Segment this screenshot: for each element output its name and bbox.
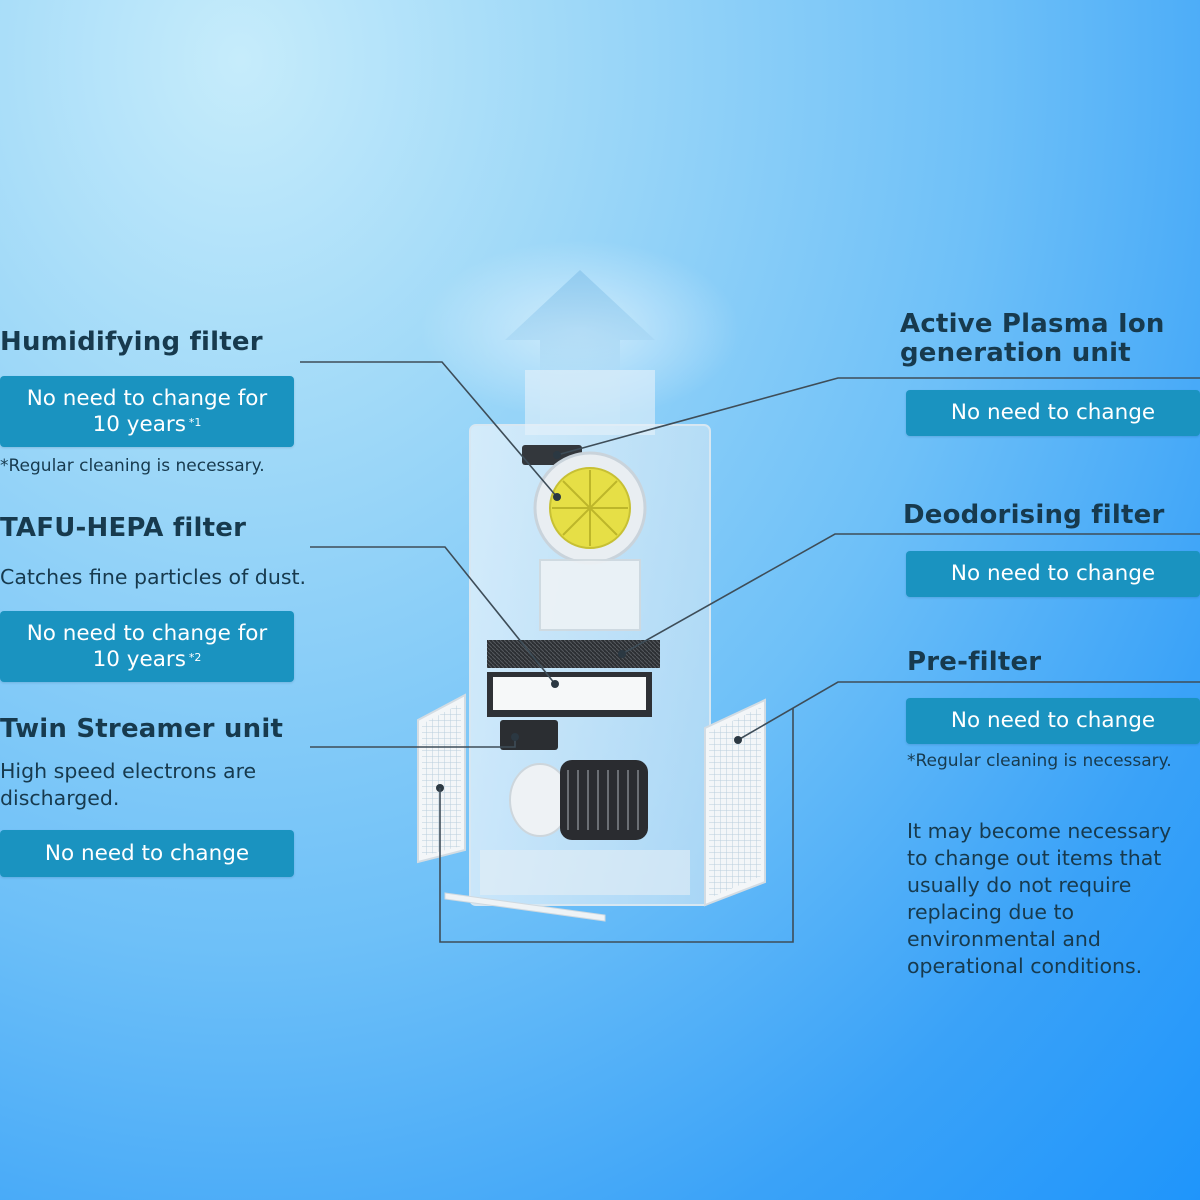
streamer-title: Twin Streamer unit bbox=[0, 714, 284, 744]
disclaimer-line: operational conditions. bbox=[907, 954, 1143, 978]
deodorising-title: Deodorising filter bbox=[903, 500, 1165, 530]
tafu-desc: Catches fine particles of dust. bbox=[0, 565, 307, 589]
prefilter-pill: No need to change bbox=[906, 698, 1200, 744]
streamer-unit bbox=[500, 720, 558, 750]
streamer-pill: No need to change bbox=[0, 830, 294, 877]
top-vent bbox=[525, 370, 655, 435]
prefilter-note: *Regular cleaning is necessary. bbox=[907, 751, 1172, 771]
dot-deodorising bbox=[618, 650, 626, 658]
deodorising-filter bbox=[487, 640, 660, 668]
streamer-desc-line2: discharged. bbox=[0, 786, 120, 810]
bottom-plate bbox=[444, 892, 606, 922]
humidifying-pill-line2-wrap: 10 years*1 bbox=[93, 411, 202, 437]
humidifying-pill-mark: *1 bbox=[188, 415, 202, 429]
humidifying-pill: No need to change for 10 years*1 bbox=[0, 376, 294, 447]
streamer-desc-line1: High speed electrons are bbox=[0, 759, 257, 783]
disclaimer-line: usually do not require bbox=[907, 873, 1132, 897]
deodorising-pill: No need to change bbox=[906, 551, 1200, 597]
prefilter-bracket bbox=[439, 708, 794, 943]
tafu-title: TAFU-HEPA filter bbox=[0, 513, 247, 543]
tafu-pill-line1: No need to change for bbox=[26, 620, 268, 646]
humidifying-pill-line1: No need to change for bbox=[26, 385, 268, 411]
disclaimer-line: to change out items that bbox=[907, 846, 1162, 870]
humidifying-title: Humidifying filter bbox=[0, 327, 263, 357]
prefilter-title: Pre-filter bbox=[907, 647, 1042, 677]
tafu-pill: No need to change for 10 years*2 bbox=[0, 611, 294, 682]
dot-tafu bbox=[551, 680, 559, 688]
disclaimer: It may become necessary to change out it… bbox=[907, 818, 1171, 980]
streamer-desc: High speed electrons are discharged. bbox=[0, 758, 256, 812]
plasma-title: Active Plasma Ion generation unit bbox=[900, 310, 1165, 368]
plasma-title-line1: Active Plasma Ion bbox=[900, 309, 1165, 339]
disclaimer-line: replacing due to bbox=[907, 900, 1075, 924]
fan-blower bbox=[560, 760, 648, 840]
plasma-title-line2: generation unit bbox=[900, 338, 1131, 368]
tafu-pill-mark: *2 bbox=[188, 650, 202, 664]
disclaimer-line: It may become necessary bbox=[907, 819, 1172, 843]
plasma-pill: No need to change bbox=[906, 390, 1200, 436]
humidifying-pill-line2: 10 years bbox=[92, 411, 186, 437]
dot-prefilter-right bbox=[734, 736, 742, 744]
dot-plasma bbox=[553, 451, 561, 459]
disclaimer-line: environmental and bbox=[907, 927, 1101, 951]
dot-streamer bbox=[511, 733, 519, 741]
dot-humidifying bbox=[553, 493, 561, 501]
humidifying-note: *Regular cleaning is necessary. bbox=[0, 456, 265, 476]
tafu-pill-line2-wrap: 10 years*2 bbox=[93, 646, 202, 672]
tafu-pill-line2: 10 years bbox=[92, 646, 186, 672]
